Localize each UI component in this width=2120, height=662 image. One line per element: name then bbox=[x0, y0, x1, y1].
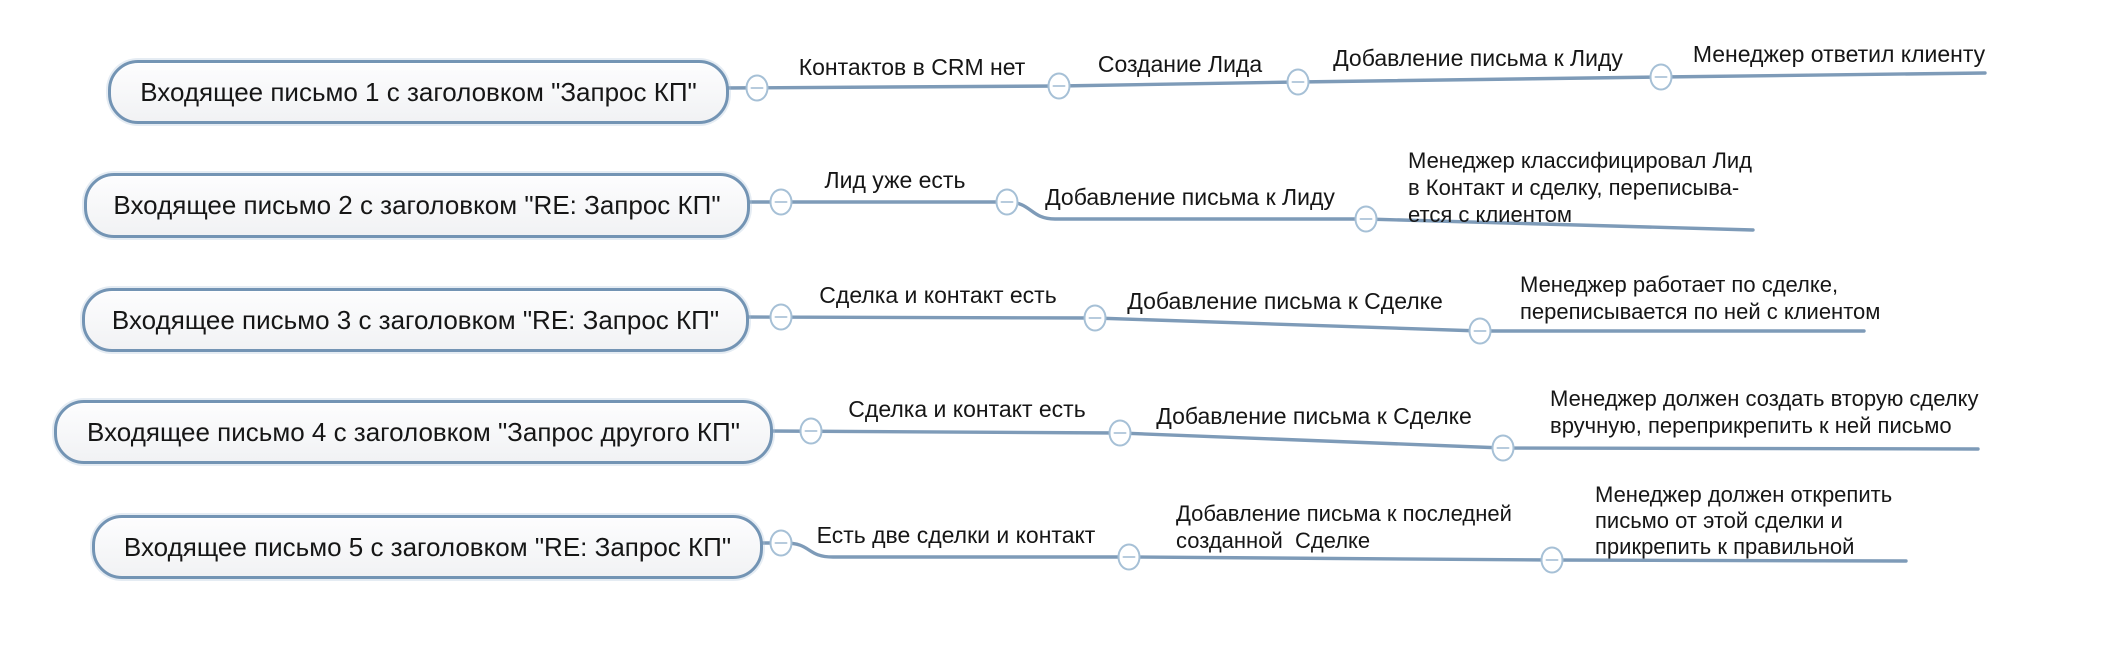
collapse-toggle-r1-1[interactable] bbox=[745, 74, 769, 102]
topic-node-1-label: Входящее письмо 1 с заголовком "Запрос К… bbox=[140, 76, 697, 107]
step-label-r4-2[interactable]: Добавление письма к Сделке bbox=[1156, 403, 1472, 429]
collapse-toggle-r3-1[interactable] bbox=[769, 303, 793, 331]
step-label-r1-2[interactable]: Создание Лида bbox=[1097, 51, 1263, 77]
step-label-r5-3[interactable]: Менеджер должен открепить письмо от этой… bbox=[1595, 482, 1893, 559]
collapse-toggle-r4-3[interactable] bbox=[1491, 434, 1515, 462]
collapse-toggle-r2-1[interactable] bbox=[769, 188, 793, 216]
collapse-toggle-r2-3[interactable] bbox=[1354, 205, 1378, 233]
step-label-r1-4[interactable]: Менеджер ответил клиенту bbox=[1692, 41, 1986, 67]
collapse-toggle-r5-2[interactable] bbox=[1117, 543, 1141, 571]
topic-node-4[interactable]: Входящее письмо 4 с заголовком "Запрос д… bbox=[54, 400, 773, 464]
collapse-toggle-r4-2[interactable] bbox=[1108, 419, 1132, 447]
step-label-r4-1[interactable]: Сделка и контакт есть bbox=[848, 396, 1086, 422]
step-label-r5-2[interactable]: Добавление письма к последней созданной … bbox=[1176, 501, 1512, 553]
step-label-r2-3[interactable]: Менеджер классифицировал Лид в Контакт и… bbox=[1408, 148, 1753, 227]
step-label-r3-1[interactable]: Сделка и контакт есть bbox=[819, 282, 1057, 308]
collapse-toggle-r5-1[interactable] bbox=[769, 529, 793, 557]
step-label-r4-3[interactable]: Менеджер должен создать вторую сделку вр… bbox=[1550, 386, 1979, 438]
step-label-r1-3[interactable]: Добавление письма к Лиду bbox=[1333, 45, 1623, 71]
topic-node-3-label: Входящее письмо 3 с заголовком "RE: Запр… bbox=[111, 304, 720, 335]
branch-line-3 bbox=[741, 315, 1866, 333]
collapse-toggle-r5-3[interactable] bbox=[1540, 546, 1564, 574]
step-label-r3-2[interactable]: Добавление письма к Сделке bbox=[1127, 288, 1443, 314]
topic-node-5[interactable]: Входящее письмо 5 с заголовком "RE: Запр… bbox=[92, 515, 763, 579]
collapse-toggle-r3-2[interactable] bbox=[1083, 304, 1107, 332]
step-label-r2-2[interactable]: Добавление письма к Лиду bbox=[1045, 184, 1335, 210]
topic-node-5-label: Входящее письмо 5 с заголовком "RE: Запр… bbox=[123, 531, 732, 562]
step-label-r2-1[interactable]: Лид уже есть bbox=[824, 167, 966, 193]
collapse-toggle-r1-4[interactable] bbox=[1649, 63, 1673, 91]
step-label-r5-1[interactable]: Есть две сделки и контакт bbox=[816, 522, 1096, 548]
collapse-toggle-r1-3[interactable] bbox=[1286, 68, 1310, 96]
topic-node-4-label: Входящее письмо 4 с заголовком "Запрос д… bbox=[87, 416, 740, 447]
collapse-toggle-r4-1[interactable] bbox=[799, 417, 823, 445]
branch-line-4 bbox=[765, 429, 1980, 451]
topic-node-3[interactable]: Входящее письмо 3 с заголовком "RE: Запр… bbox=[82, 288, 749, 352]
topic-node-2[interactable]: Входящее письмо 2 с заголовком "RE: Запр… bbox=[84, 173, 750, 238]
topic-node-1[interactable]: Входящее письмо 1 с заголовком "Запрос К… bbox=[108, 60, 729, 124]
step-label-r1-1[interactable]: Контактов в CRM нет bbox=[798, 54, 1026, 80]
step-label-r3-3[interactable]: Менеджер работает по сделке, переписывае… bbox=[1520, 272, 1881, 324]
collapse-toggle-r2-2[interactable] bbox=[995, 188, 1019, 216]
topic-node-2-label: Входящее письмо 2 с заголовком "RE: Запр… bbox=[113, 190, 721, 220]
collapse-toggle-r1-2[interactable] bbox=[1047, 72, 1071, 100]
collapse-toggle-r3-3[interactable] bbox=[1468, 317, 1492, 345]
